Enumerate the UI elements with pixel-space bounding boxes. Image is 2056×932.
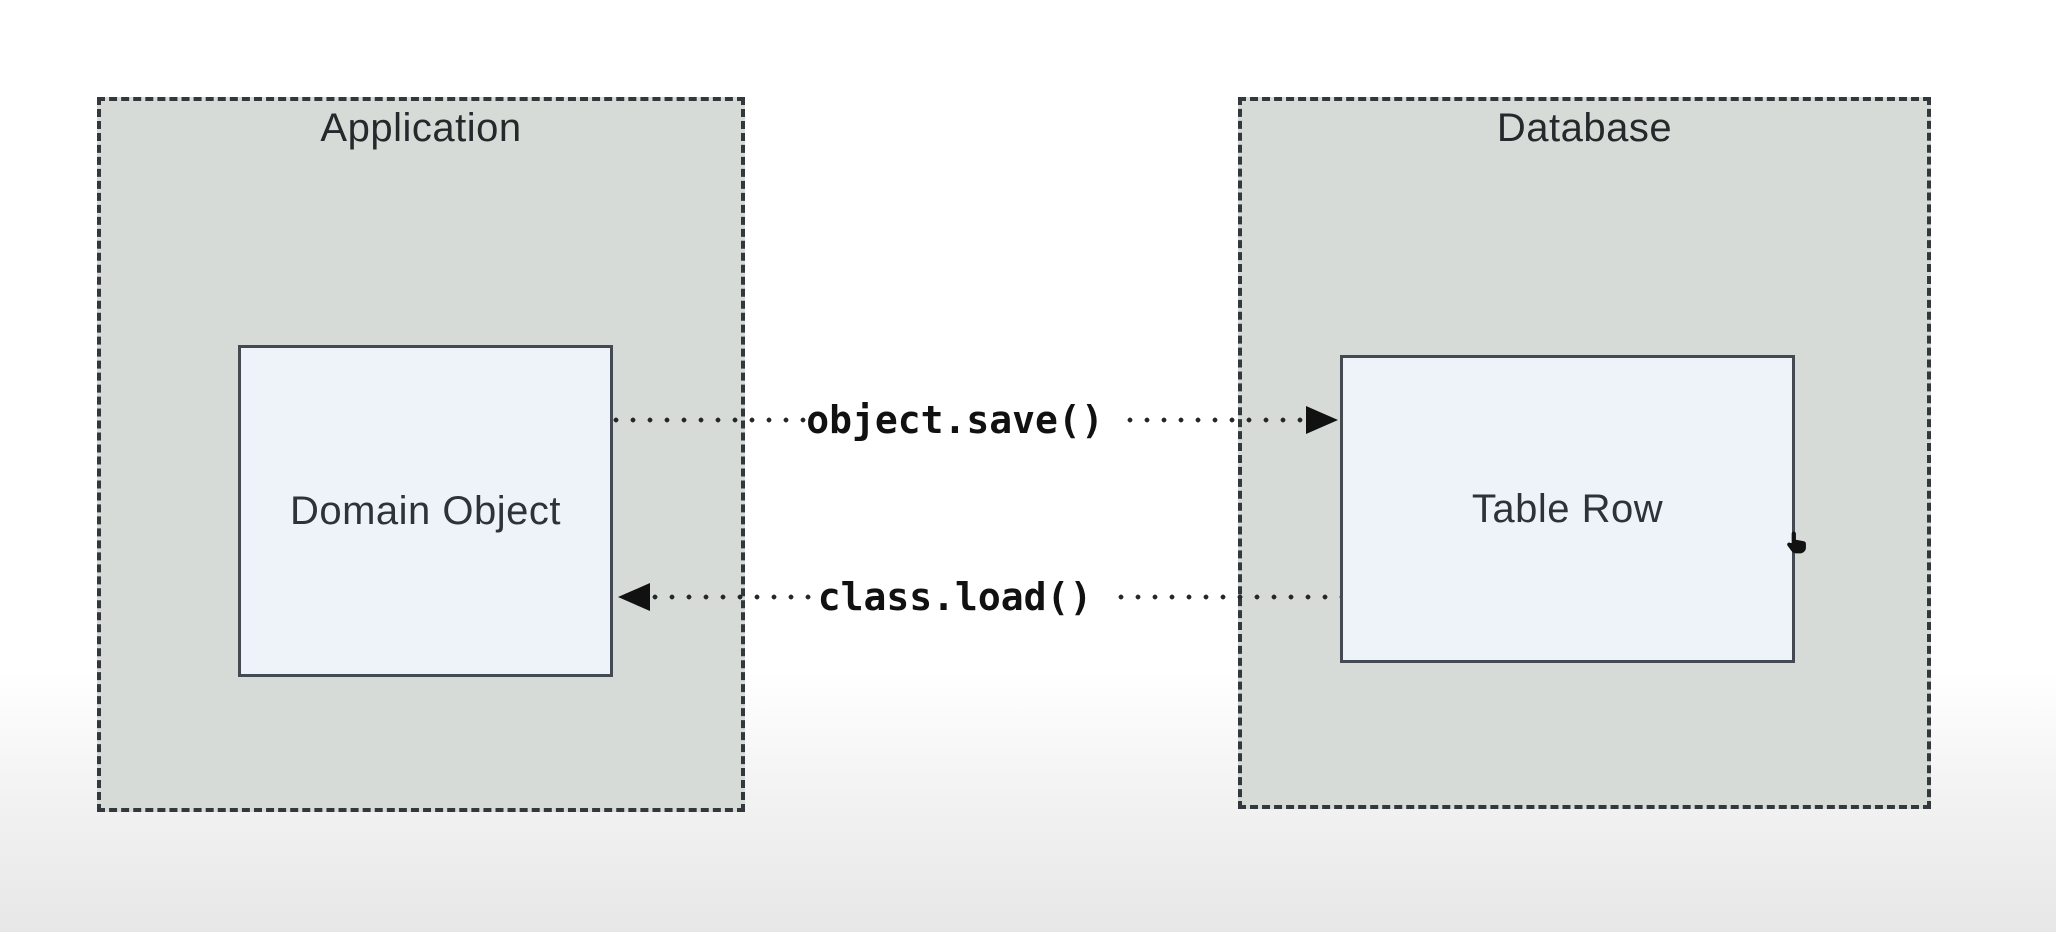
edge-save-dotted-line-left: [613, 417, 813, 423]
node-table-row: Table Row: [1340, 355, 1795, 663]
edge-save-dotted-line-right: [1127, 417, 1309, 423]
edge-label-save: object.save(): [806, 398, 1104, 442]
group-label-database: Database: [1496, 106, 1673, 150]
edge-label-load: class.load(): [817, 575, 1093, 619]
arrowhead-right-icon: [1306, 406, 1338, 434]
group-label-application: Application: [320, 106, 522, 150]
edge-load-dotted-line-right: [1118, 594, 1340, 600]
edge-load-dotted-line-left: [652, 594, 814, 600]
node-domain-object: Domain Object: [238, 345, 613, 677]
node-label-table-row: Table Row: [1471, 486, 1664, 531]
hand-cursor-icon: [1781, 527, 1813, 559]
arrowhead-left-icon: [618, 583, 650, 611]
node-label-domain-object: Domain Object: [289, 488, 562, 533]
